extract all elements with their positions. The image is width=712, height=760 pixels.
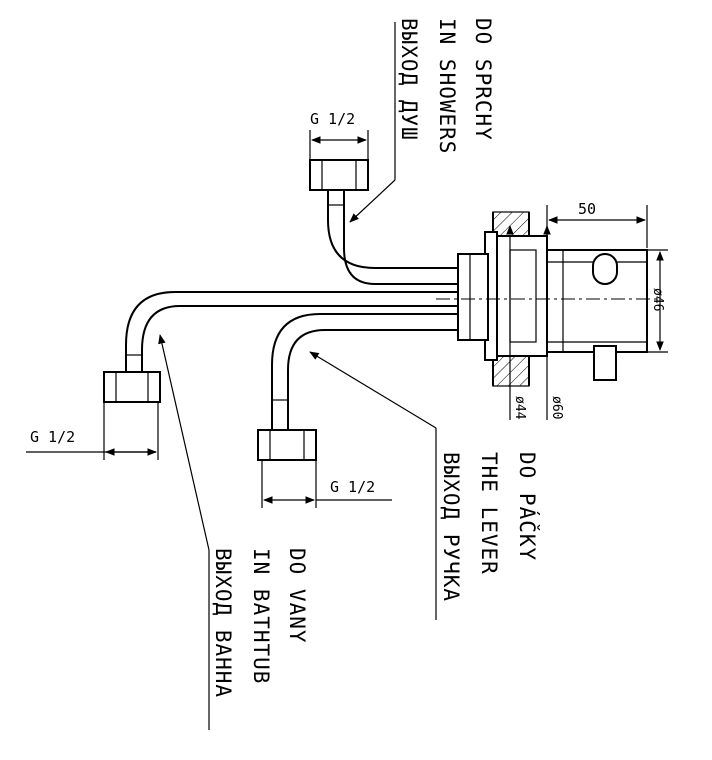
leader-bathtub xyxy=(158,334,210,730)
dia-46-label: ø46 xyxy=(650,288,665,311)
thread-left-label: G 1/2 xyxy=(30,428,75,446)
dim-thread-bottom: G 1/2 xyxy=(261,460,392,508)
bathtub-line1: DO VANY xyxy=(285,548,309,644)
lever-line1: DO PÁČKY xyxy=(515,452,540,561)
callout-lever: DO PÁČKY THE LEVER ВЫХОД РУЧКА xyxy=(439,452,540,602)
lever-nut xyxy=(257,429,317,461)
dim-thread-left: G 1/2 xyxy=(26,402,159,460)
bathtub-pipe xyxy=(125,291,458,372)
leader-shower xyxy=(349,22,396,223)
lever-line3: ВЫХОД РУЧКА xyxy=(439,452,463,602)
dia-44-label: ø44 xyxy=(512,396,527,420)
dim-length-50: 50 xyxy=(546,200,648,248)
leader-lever xyxy=(309,351,437,620)
shower-line2: IN SHOWERS xyxy=(435,18,459,154)
bathtub-nut xyxy=(103,371,161,403)
dim-thread-top: G 1/2 xyxy=(309,110,369,160)
shower-pipe xyxy=(327,190,458,285)
bathtub-line3: ВЫХОД ВАННА xyxy=(211,548,235,698)
bathtub-line2: IN BATHTUB xyxy=(249,548,273,684)
thread-bottom-label: G 1/2 xyxy=(330,478,375,496)
callout-bathtub: DO VANY IN BATHTUB ВЫХОД ВАННА xyxy=(211,548,309,698)
length-50-label: 50 xyxy=(578,200,596,218)
dim-dia-44-60: ø44 ø60 xyxy=(506,225,564,420)
dia-60-label: ø60 xyxy=(549,396,564,419)
dim-dia-46: ø46 xyxy=(647,249,668,353)
shower-line3: ВЫХОД ДУШ xyxy=(397,18,421,141)
lever-line2: THE LEVER xyxy=(477,452,501,575)
valve-body xyxy=(436,231,660,381)
lever-pipe xyxy=(271,313,458,430)
shower-line1: DO SPRCHY xyxy=(471,18,495,141)
callout-shower: DO SPRCHY IN SHOWERS ВЫХОД ДУШ xyxy=(397,18,495,154)
shower-nut xyxy=(309,159,369,191)
thread-top-label: G 1/2 xyxy=(310,110,355,128)
